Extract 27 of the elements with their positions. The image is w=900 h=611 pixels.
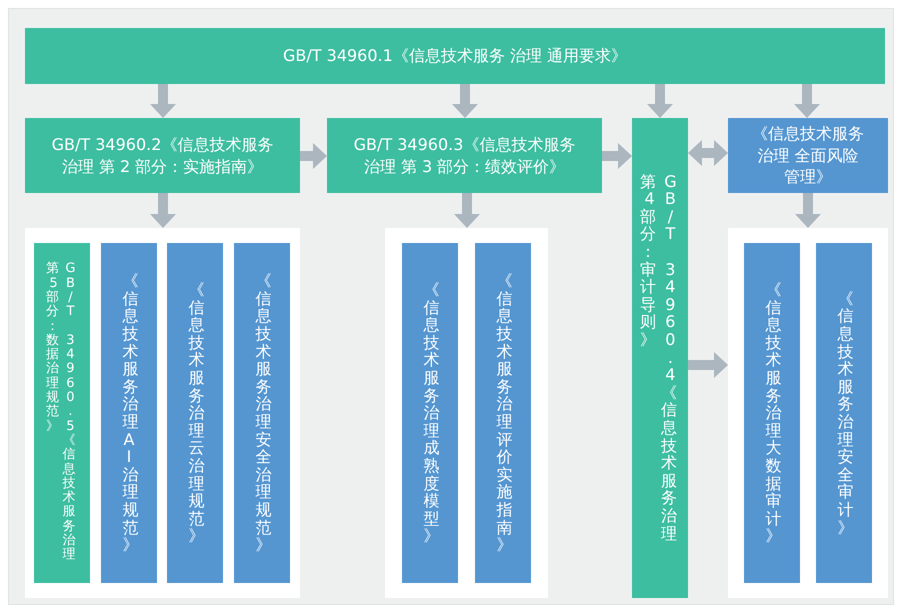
standard-column: 《信息技术服务治理评价实施指南》 xyxy=(475,243,531,583)
block-arrow xyxy=(150,193,176,228)
panel-background xyxy=(728,228,888,598)
standard-column: 《信息技术服务治理安全审计》 xyxy=(816,243,872,583)
standard-box: GB/T 34960.2《信息技术服务治理 第 2 部分：实施指南》 xyxy=(25,118,300,193)
block-arrow xyxy=(300,143,327,169)
block-arrow xyxy=(688,140,728,166)
standard-column: GB/T 34960.5《信息技术服务治理第5部分：数据治理规范》 xyxy=(34,243,90,583)
standard-column: GB/T 34960.4《信息技术服务治理第4部分：审计导则》 xyxy=(632,118,688,598)
standard-column: 《信息技术服务治理安全治理规范》 xyxy=(234,243,290,583)
standard-column: 《信息技术服务治理成熟度模型》 xyxy=(402,243,458,583)
standard-box: GB/T 34960.3《信息技术服务治理 第 3 部分：绩效评价》 xyxy=(327,118,602,193)
standard-column: 《信息技术服务治理大数据审计》 xyxy=(744,243,800,583)
block-arrow xyxy=(602,143,632,169)
block-arrow xyxy=(452,84,478,118)
panel-background xyxy=(385,228,548,598)
block-arrow xyxy=(647,84,673,118)
block-arrow xyxy=(454,193,480,228)
standard-box: GB/T 34960.1《信息技术服务 治理 通用要求》 xyxy=(25,28,885,84)
standard-column: 《信息技术服务治理云治理规范》 xyxy=(167,243,223,583)
block-arrow xyxy=(150,84,176,118)
block-arrow xyxy=(794,84,820,118)
standard-box: 《信息技术服务治理 全面风险管理》 xyxy=(728,118,888,193)
panel-background xyxy=(25,228,300,598)
block-arrow xyxy=(795,193,821,228)
standard-column: 《信息技术服务治理AI治理规范》 xyxy=(101,243,157,583)
block-arrow xyxy=(688,352,728,378)
